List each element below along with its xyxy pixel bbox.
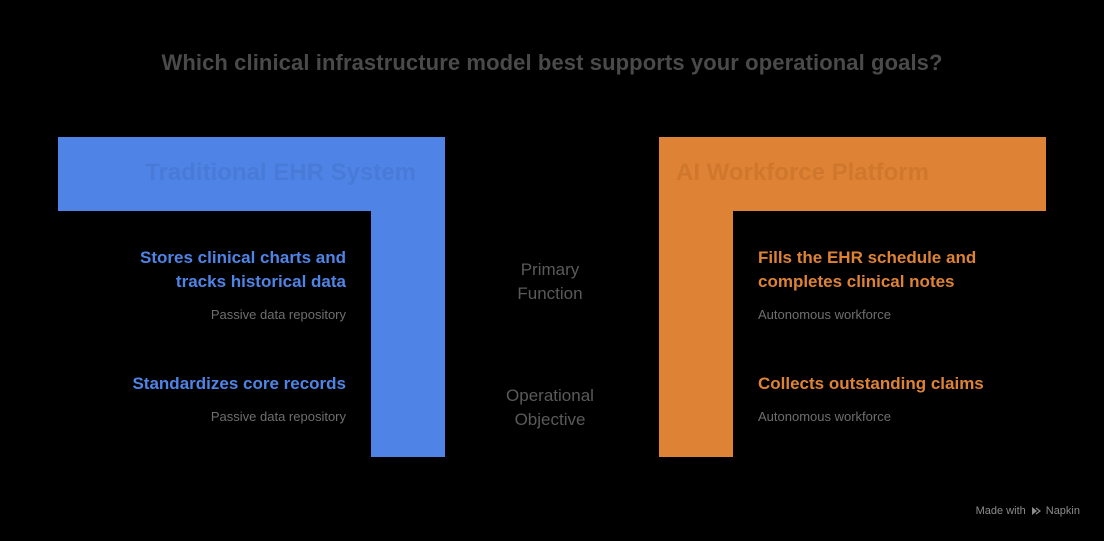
left-primary-function-line2: tracks historical data bbox=[175, 272, 346, 291]
footer-made-with-text: Made with bbox=[975, 505, 1026, 517]
napkin-icon bbox=[1030, 505, 1042, 517]
right-primary-function-descriptor: Autonomous workforce bbox=[758, 307, 891, 322]
footer-brand-text: Napkin bbox=[1045, 505, 1080, 517]
left-primary-function-descriptor: Passive data repository bbox=[210, 307, 346, 322]
left-operational-objective-descriptor: Passive data repository bbox=[210, 409, 346, 424]
made-with-napkin-credit[interactable]: Made with Napkin bbox=[976, 505, 1080, 517]
row-label-operational-objective-line1: Operational bbox=[506, 386, 594, 405]
page-title: Which clinical infrastructure model best… bbox=[161, 50, 943, 75]
row-label-primary-function-line2: Function bbox=[517, 284, 583, 303]
right-primary-function-line1: Fills the EHR schedule and bbox=[758, 248, 977, 267]
right-primary-function-text: Fills the EHR schedule and completes cli… bbox=[758, 246, 976, 294]
row-label-operational-objective: Operational Objective bbox=[480, 384, 620, 432]
right-model-vertical-bar bbox=[659, 137, 733, 457]
right-operational-objective-descriptor: Autonomous workforce bbox=[758, 409, 891, 424]
right-operational-objective-text: Collects outstanding claims bbox=[758, 374, 984, 393]
right-primary-function-line2: completes clinical notes bbox=[758, 272, 955, 291]
left-model-vertical-bar bbox=[371, 137, 445, 457]
left-primary-function-line1: Stores clinical charts and bbox=[140, 248, 346, 267]
right-model-heading: AI Workforce Platform bbox=[676, 159, 929, 186]
left-operational-objective-text: Standardizes core records bbox=[132, 374, 346, 393]
row-label-primary-function-line1: Primary bbox=[520, 260, 580, 279]
left-model-heading: Traditional EHR System bbox=[145, 159, 416, 186]
row-label-primary-function: Primary Function bbox=[480, 258, 620, 306]
row-label-operational-objective-line2: Objective bbox=[514, 410, 586, 429]
left-primary-function-text: Stores clinical charts and tracks histor… bbox=[140, 246, 346, 294]
